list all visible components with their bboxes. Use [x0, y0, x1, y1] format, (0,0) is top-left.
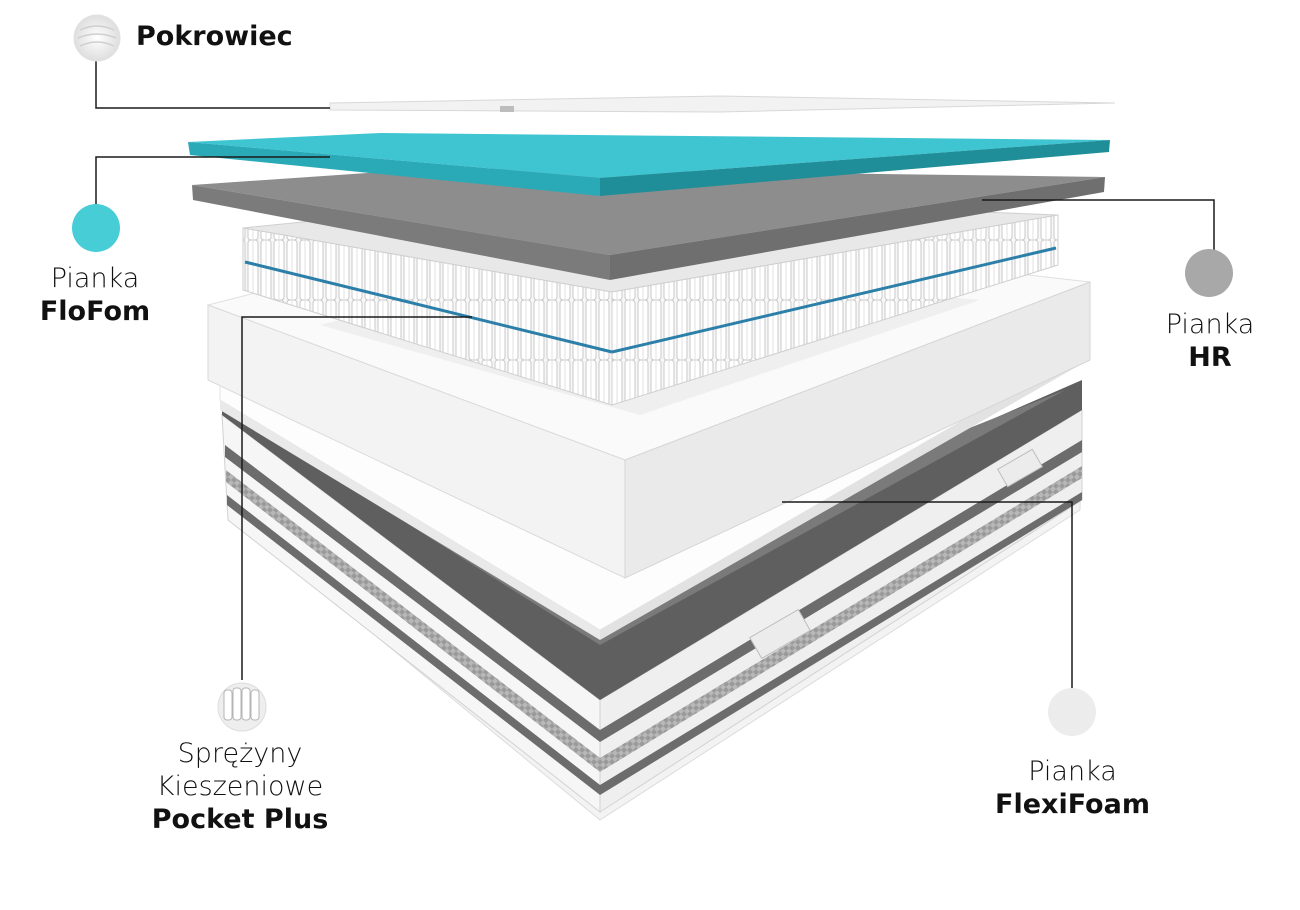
label-flofom-regular: Pianka — [50, 263, 140, 294]
flofom-foam-layer — [188, 133, 1110, 196]
hr-right-face — [610, 177, 1105, 280]
label-pocket-plus: Sprężyny Kieszeniowe Pocket Plus — [130, 737, 350, 836]
cover-layer — [329, 95, 1116, 113]
leader-lines — [95, 60, 1215, 688]
label-flexifoam: Pianka FlexiFoam — [975, 755, 1170, 821]
label-flofom-bold: FloFom — [39, 296, 151, 327]
springs-band-left — [244, 260, 613, 354]
pocket-springs-icon — [217, 682, 267, 732]
label-pocket-regular-1: Sprężyny — [177, 738, 303, 769]
springs-right-face — [611, 214, 1059, 406]
fabric-texture-icon — [73, 14, 121, 62]
hr-left-face — [192, 185, 610, 280]
hr-top — [192, 168, 1105, 255]
flofom-top — [188, 133, 1110, 178]
base-top-rim — [222, 380, 1082, 700]
frame-right-face — [624, 281, 1091, 579]
flofom-left-face — [188, 142, 600, 196]
leader-flexi — [782, 501, 1073, 688]
cover-tag — [500, 106, 514, 112]
base-right-stripe-3 — [600, 492, 1082, 795]
leader-pokrowiec — [95, 60, 330, 109]
label-hr: Pianka HR — [1145, 308, 1275, 374]
label-pokrowiec-bold: Pokrowiec — [136, 21, 293, 52]
grey-dot-icon — [1185, 249, 1233, 297]
label-pokrowiec: Pokrowiec — [136, 20, 293, 53]
hr-foam-layer — [192, 168, 1105, 280]
leader-pocket — [241, 316, 472, 680]
base-right-stripe-2 — [600, 466, 1082, 772]
base-handle-1 — [749, 608, 811, 660]
leader-flofom — [95, 156, 330, 205]
label-hr-regular: Pianka — [1165, 309, 1255, 340]
label-pocket-regular-2: Kieszeniowe — [156, 771, 324, 802]
base-handle-2 — [996, 448, 1044, 488]
flofom-right-face — [600, 140, 1110, 196]
base-left-stripe-1 — [225, 445, 600, 742]
flexifoam-lower-layer — [219, 349, 1086, 640]
springs-band-right — [611, 246, 1057, 354]
label-flexi-regular: Pianka — [1028, 756, 1117, 787]
base-left-stripe-2 — [226, 470, 600, 772]
label-flofom: Pianka FloFom — [20, 262, 170, 328]
base-left-stripe-3 — [227, 495, 600, 795]
leader-hr — [982, 199, 1215, 252]
base-right-stripe-1 — [600, 440, 1082, 742]
label-pocket-bold: Pocket Plus — [151, 804, 329, 835]
label-hr-bold: HR — [1188, 342, 1232, 373]
light-grey-dot-icon — [1048, 688, 1096, 736]
cyan-dot-icon — [72, 204, 120, 252]
label-flexi-bold: FlexiFoam — [995, 789, 1150, 820]
